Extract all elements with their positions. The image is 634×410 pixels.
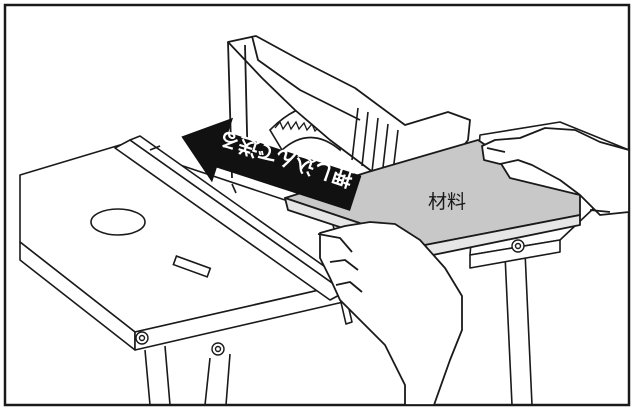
material-label: 材料: [428, 191, 466, 213]
table-hole: [91, 209, 145, 235]
